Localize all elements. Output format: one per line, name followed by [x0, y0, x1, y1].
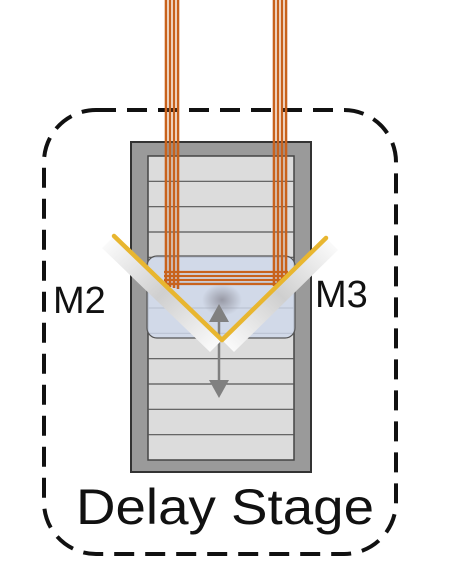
delay-stage-enclosure — [42, 108, 398, 556]
label-m2: M2 — [53, 280, 106, 322]
label-m3: M3 — [315, 274, 368, 316]
label-delay-stage: Delay Stage — [76, 479, 374, 535]
mirror-m3 — [219, 235, 338, 352]
translation-arrow — [209, 304, 229, 398]
beam-focus — [202, 284, 242, 316]
mirror-m2 — [102, 233, 225, 352]
laser-beams — [164, 0, 288, 289]
